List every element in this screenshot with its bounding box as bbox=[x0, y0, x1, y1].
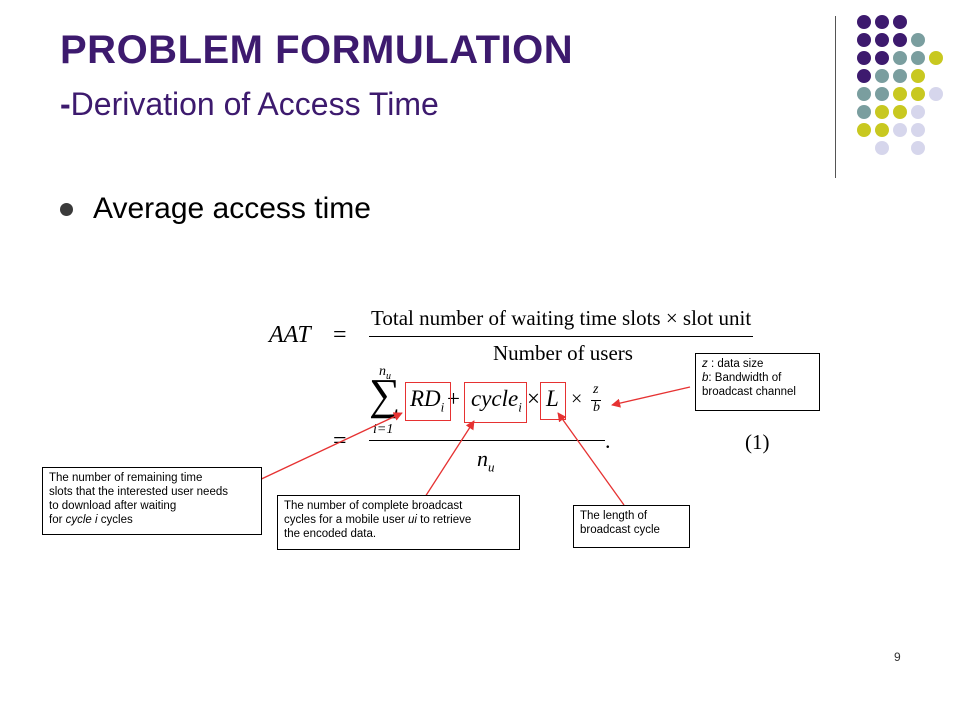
dot-icon bbox=[893, 123, 907, 137]
dot-icon bbox=[911, 51, 925, 65]
annotation-line: cycles for a mobile user ui to retrieve bbox=[284, 514, 472, 526]
frac-z: z bbox=[593, 382, 599, 397]
subtitle-dash: - bbox=[60, 86, 71, 122]
fraction-bar-1 bbox=[369, 336, 753, 337]
dot-icon bbox=[875, 87, 889, 101]
term-rd: RDi bbox=[410, 386, 445, 415]
formula-lhs: AAT bbox=[269, 322, 311, 348]
annotation-line: slots that the interested user needs bbox=[49, 486, 228, 498]
subtitle-text: Derivation of Access Time bbox=[70, 86, 439, 122]
formula-numerator: Total number of waiting time slots × slo… bbox=[371, 306, 752, 330]
formula-equals-1: = bbox=[333, 322, 347, 348]
formula-period: . bbox=[605, 428, 611, 453]
annotation-remaining-slots: The number of remaining time slots that … bbox=[42, 467, 262, 535]
dot-icon bbox=[857, 51, 871, 65]
dot-icon bbox=[893, 105, 907, 119]
annotation-cycle-length: The length of broadcast cycle bbox=[573, 505, 690, 548]
highlight-box-rd bbox=[405, 382, 451, 421]
dot-icon bbox=[875, 141, 889, 155]
dot-icon bbox=[911, 123, 925, 137]
formula-equals-2: = bbox=[333, 428, 347, 454]
formula-times-1: × bbox=[527, 386, 540, 411]
dot-icon bbox=[893, 51, 907, 65]
dot-icon bbox=[911, 141, 925, 155]
page-number: 9 bbox=[894, 650, 901, 664]
header-divider bbox=[835, 16, 836, 178]
dot-icon bbox=[857, 15, 871, 29]
dot-icon bbox=[911, 33, 925, 47]
bullet-text: Average access time bbox=[93, 192, 371, 225]
dot-icon bbox=[929, 87, 943, 101]
dot-icon bbox=[875, 69, 889, 83]
annotation-line: The number of complete broadcast bbox=[284, 500, 463, 512]
dot-icon bbox=[875, 15, 889, 29]
term-l: L bbox=[546, 386, 559, 411]
fraction-bar-2 bbox=[369, 440, 605, 441]
highlight-box-cycle bbox=[464, 382, 527, 423]
slide-subtitle: -Derivation of Access Time bbox=[60, 82, 820, 126]
annotation-line: b: Bandwidth of bbox=[702, 372, 782, 384]
annotation-line: for cycle i cycles bbox=[49, 514, 133, 526]
slide-title-block: PROBLEM FORMULATION -Derivation of Acces… bbox=[60, 26, 820, 126]
bullet-item: Average access time bbox=[60, 192, 371, 226]
slide-title: PROBLEM FORMULATION bbox=[60, 28, 574, 72]
annotation-line: The length of bbox=[580, 510, 648, 522]
dot-icon bbox=[857, 123, 871, 137]
dot-icon bbox=[857, 105, 871, 119]
formula-times-2: × bbox=[571, 388, 583, 410]
dot-icon bbox=[857, 33, 871, 47]
term-cycle: cyclei bbox=[471, 386, 522, 415]
frac-b: b bbox=[593, 400, 600, 415]
equation-number: (1) bbox=[745, 430, 770, 454]
annotation-line: The number of remaining time bbox=[49, 472, 203, 484]
dot-icon bbox=[929, 51, 943, 65]
dot-icon bbox=[893, 15, 907, 29]
dot-icon bbox=[911, 87, 925, 101]
annotation-complete-cycles: The number of complete broadcast cycles … bbox=[277, 495, 520, 550]
dot-icon bbox=[893, 87, 907, 101]
annotation-line: broadcast cycle bbox=[580, 524, 660, 536]
dot-icon bbox=[857, 69, 871, 83]
bullet-icon bbox=[60, 202, 73, 216]
annotation-line: broadcast channel bbox=[702, 386, 796, 398]
denominator-nu: nu bbox=[477, 446, 495, 475]
sum-upper: nu bbox=[379, 364, 391, 382]
annotation-line: z : data size bbox=[702, 358, 764, 370]
decorative-dot-grid bbox=[0, 0, 960, 180]
annotation-line: the encoded data. bbox=[284, 528, 377, 540]
dot-icon bbox=[875, 123, 889, 137]
highlight-box-l bbox=[540, 382, 566, 420]
dot-icon bbox=[875, 33, 889, 47]
sum-symbol: ∑ bbox=[369, 370, 401, 419]
formula-denominator: Number of users bbox=[493, 341, 633, 365]
dot-icon bbox=[911, 69, 925, 83]
dot-icon bbox=[911, 105, 925, 119]
sum-lower: i=1 bbox=[373, 422, 394, 437]
dot-icon bbox=[875, 51, 889, 65]
annotation-line: to download after waiting bbox=[49, 500, 177, 512]
dot-icon bbox=[857, 87, 871, 101]
fraction-bar-zb bbox=[591, 400, 601, 401]
dot-icon bbox=[893, 69, 907, 83]
annotation-data-size: z : data size b: Bandwidth of broadcast … bbox=[695, 353, 820, 411]
dot-icon bbox=[893, 33, 907, 47]
dot-icon bbox=[875, 105, 889, 119]
